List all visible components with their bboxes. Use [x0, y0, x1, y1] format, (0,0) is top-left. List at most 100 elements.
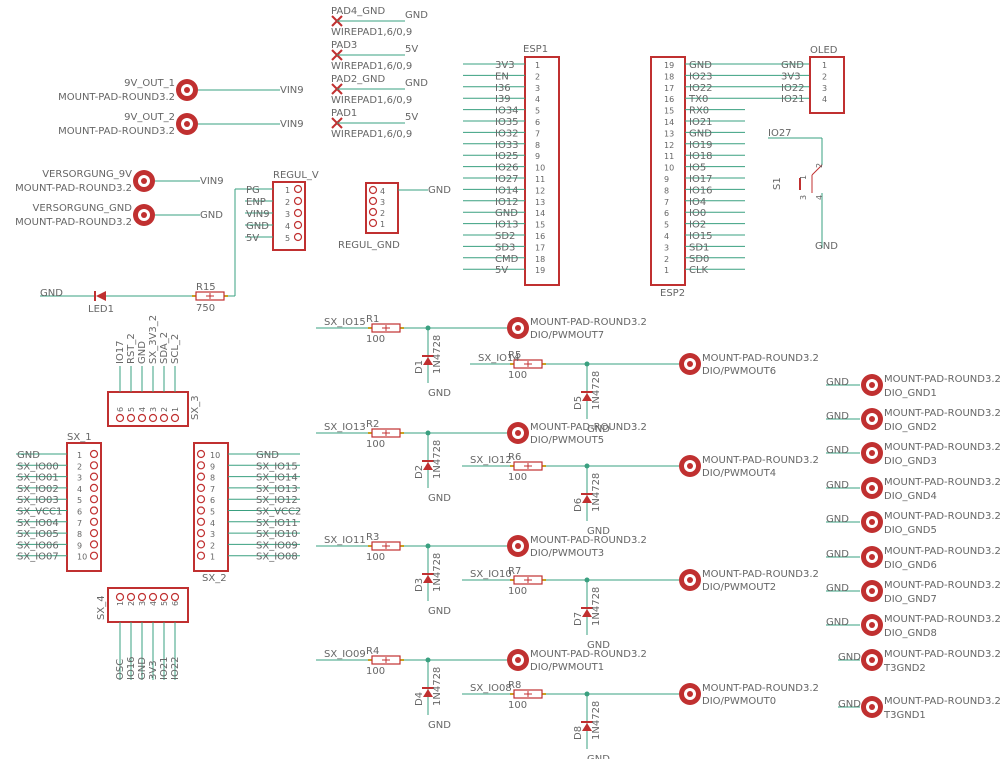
esp2-pin-num: 15 [664, 107, 674, 116]
pwm-pad-pkg: MOUNT-PAD-ROUND3.2 [702, 569, 819, 580]
oled-name: OLED [810, 45, 838, 56]
esp1-pin: 5V [495, 265, 508, 276]
sx3-pin-num: 6 [116, 407, 125, 412]
esp1-pin: IO26 [495, 163, 519, 174]
mount-pad-hole [687, 361, 693, 367]
regul-v-pin-num: 1 [285, 186, 290, 195]
sx1-body [66, 442, 102, 572]
s1-net-top: IO27 [768, 128, 792, 139]
mount-pad-hole [869, 588, 875, 594]
sx1-pin: SX_IO07 [17, 552, 59, 563]
esp2-pin-num: 16 [664, 95, 674, 104]
esp2-name: ESP2 [660, 288, 685, 299]
pin-hole [368, 185, 378, 195]
pwm-res-name: R3 [366, 532, 379, 543]
sx1-pin-num: 10 [77, 553, 87, 562]
mount-pad-hole [869, 485, 875, 491]
pwm-res-value: 100 [366, 666, 385, 677]
pwm-diode-value: 1N4728 [591, 701, 602, 740]
mount-pad-hole [869, 622, 875, 628]
regul-v-pin-num: 3 [285, 210, 290, 219]
sx3-net: SCL_2 [170, 334, 181, 364]
esp2-pin-num: 12 [664, 141, 674, 150]
esp2-pin: IO0 [689, 208, 706, 219]
gnd-pad-name: DIO_GND7 [884, 594, 937, 605]
sx4-pin-num: 3 [138, 601, 147, 606]
pin-hole [89, 461, 99, 470]
esp2-pin-num: 9 [664, 175, 669, 184]
gnd-pad-net: GND [838, 699, 861, 710]
mount-pad-hole [141, 212, 147, 218]
esp1-pin-num: 16 [535, 232, 545, 241]
mount-name: 9V_OUT_1 [124, 78, 175, 89]
pwm-out-name: DIO/PWMOUT5 [530, 435, 604, 446]
esp1-pin: IO25 [495, 151, 519, 162]
zener-diode [423, 462, 433, 470]
pin-hole [196, 449, 206, 459]
pwm-diode-value: 1N4728 [591, 587, 602, 626]
gnd-pad-name: DIO_GND3 [884, 456, 937, 467]
zener-diode [423, 575, 433, 583]
regul-v-pin: 5V [246, 233, 259, 244]
pwm-out-name: DIO/PWMOUT3 [530, 548, 604, 559]
mount-pad-hole [515, 430, 521, 436]
esp2-pin: IO15 [689, 231, 713, 242]
sx4-net: IO16 [126, 656, 137, 680]
regul-v-pin-num: 4 [285, 222, 290, 231]
mount-name: 9V_OUT_2 [124, 112, 175, 123]
esp1-pin-num: 5 [535, 107, 540, 116]
mount-pad-hole [869, 657, 875, 663]
sx2-pin-num: 9 [210, 462, 215, 471]
sx4-pin-num: 6 [171, 601, 180, 606]
mount-pad-hole [515, 657, 521, 663]
pwm-res-name: R7 [508, 566, 521, 577]
mount-package: MOUNT-PAD-ROUND3.2 [58, 92, 175, 103]
sx1-pin-num: 5 [77, 496, 82, 505]
oled-pin-num: 2 [822, 72, 827, 81]
resistor-body [513, 359, 543, 369]
pwm-res-value: 100 [366, 439, 385, 450]
gnd-pad-pkg: MOUNT-PAD-ROUND3.2 [884, 649, 1001, 660]
sx4-pin-num: 2 [127, 601, 136, 606]
esp1-pin: IO27 [495, 174, 519, 185]
pwm-diode-name: D2 [414, 465, 425, 479]
esp1-pin-num: 12 [535, 186, 545, 195]
oled-pin: IO21 [781, 94, 805, 105]
esp2-pin: IO2 [689, 220, 706, 231]
pwm-diode-name: D4 [414, 692, 425, 706]
sx2-pin-num: 2 [210, 541, 215, 550]
zener-diode [423, 689, 433, 697]
sx1-pin: SX_IO00 [17, 461, 59, 472]
pin-hole [137, 592, 147, 602]
sx2-pin-num: 1 [210, 553, 215, 562]
pin-hole [368, 207, 378, 217]
esp1-pin: SD2 [495, 231, 515, 242]
pin-hole [196, 461, 206, 470]
sx4-net: GND [137, 657, 148, 680]
esp2-pin-num: 11 [664, 152, 674, 161]
pwm-diode-name: D6 [573, 498, 584, 512]
gnd-pad-name: T3GND1 [883, 710, 926, 721]
pwm-gnd: GND [428, 606, 451, 617]
pwm-net: SX_IO13 [324, 422, 366, 433]
mount-pad-hole [184, 87, 190, 93]
pad-net: GND [405, 10, 428, 21]
esp1-pin: 3V3 [495, 60, 515, 71]
esp1-pin: GND [495, 208, 518, 219]
led-name: LED1 [88, 304, 114, 315]
gnd-pad-net: GND [826, 377, 849, 388]
oled-pin-num: 3 [822, 84, 827, 93]
esp1-pin: I39 [495, 94, 511, 105]
pwm-diode-value: 1N4728 [432, 335, 443, 374]
pwm-gnd: GND [428, 388, 451, 399]
r15-value: 750 [196, 303, 215, 314]
pwm-res-name: R2 [366, 419, 379, 430]
